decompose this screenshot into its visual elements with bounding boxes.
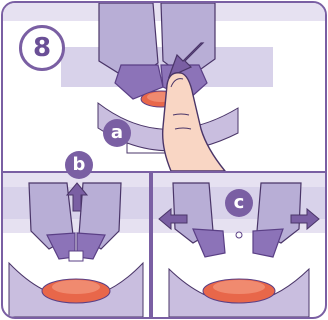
panel-b xyxy=(3,173,149,317)
callout-c: c xyxy=(225,189,253,217)
right-arrow-icon xyxy=(290,207,320,231)
left-arrow-icon xyxy=(158,207,188,231)
horizontal-divider xyxy=(3,171,325,173)
step-number-badge: 8 xyxy=(19,25,65,71)
callout-b: b xyxy=(65,151,93,179)
panel-a: 8 a xyxy=(3,3,325,171)
vertical-divider xyxy=(149,173,153,317)
press-arrow-icon xyxy=(167,42,205,79)
panel-c xyxy=(153,173,325,317)
finger-icon xyxy=(161,72,226,171)
callout-a: a xyxy=(103,119,131,147)
up-arrow-icon xyxy=(65,182,89,212)
